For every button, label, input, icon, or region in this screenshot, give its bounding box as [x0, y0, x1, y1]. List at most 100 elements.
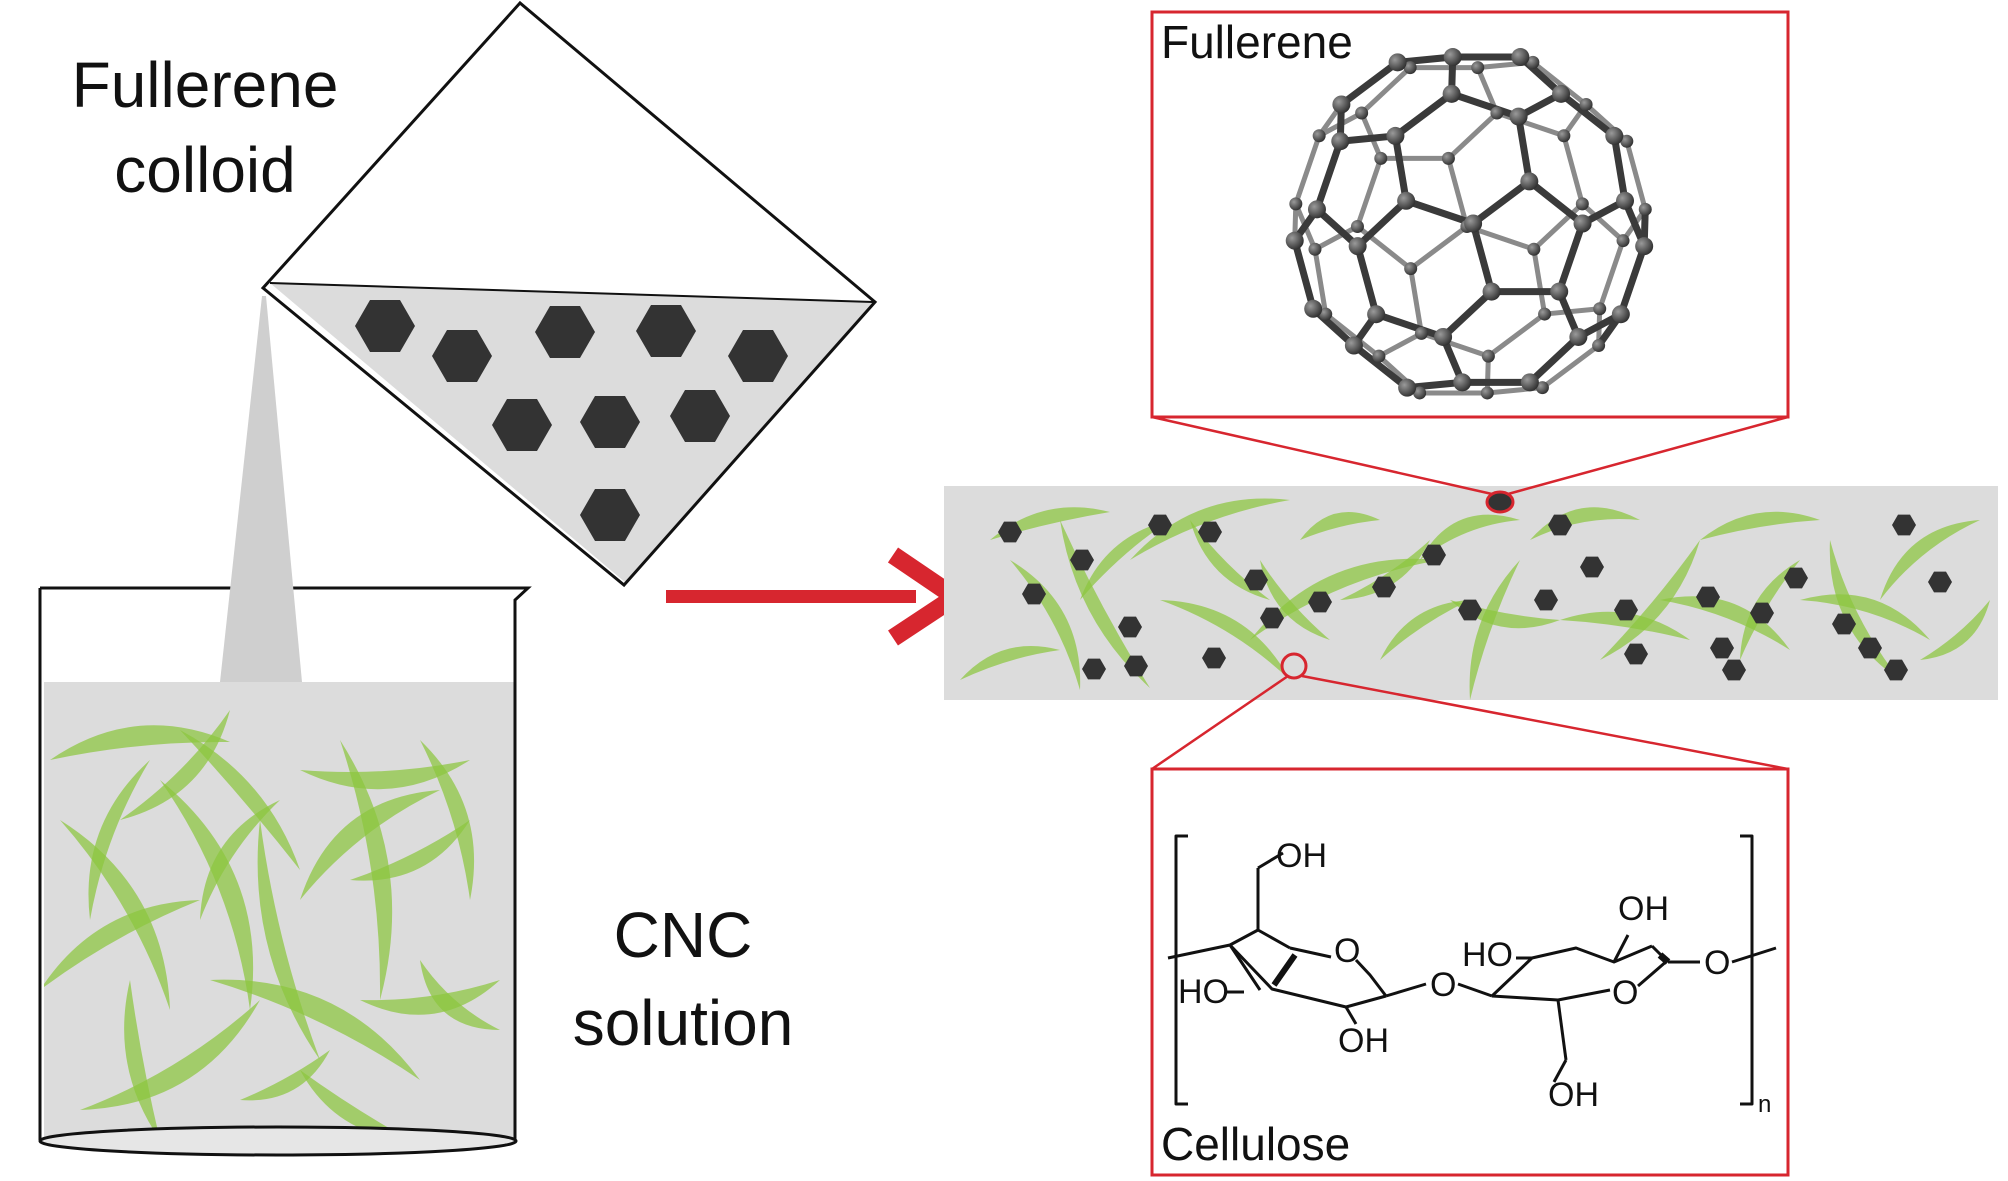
label-fullerene-colloid-line2: colloid	[114, 134, 295, 206]
c60-bond	[1394, 53, 1457, 66]
c60-atom	[1388, 53, 1407, 72]
c60-atom	[1397, 191, 1416, 210]
c60-atom	[1331, 132, 1350, 151]
cellulose-labels: OH O HO OH O HO OH O O OH n	[1178, 837, 1771, 1118]
c60-bond	[1291, 237, 1317, 313]
c60-atom	[1535, 381, 1549, 395]
c60-atom	[1355, 106, 1369, 120]
c60-bond	[1408, 223, 1470, 272]
cnc-fiber	[350, 820, 470, 881]
c60-atom	[1304, 299, 1323, 318]
flask-liquid	[270, 283, 873, 583]
c60-atom	[1350, 219, 1364, 233]
c60-atom	[1344, 336, 1363, 355]
c60-atom	[1520, 172, 1539, 191]
cnc-fiber	[360, 980, 500, 1015]
c60-bond	[1312, 223, 1360, 252]
cnc-fiber	[160, 780, 254, 1010]
chem-o-right: O	[1704, 944, 1730, 982]
cnc-fiber	[1469, 560, 1520, 700]
process-arrow	[666, 547, 972, 646]
cnc-fiber	[88, 760, 150, 920]
c60-atom	[1620, 134, 1634, 148]
c60-bond	[1372, 310, 1447, 341]
c60-atom	[1635, 237, 1654, 256]
cnc-fiber	[300, 760, 470, 790]
c60-atom	[1511, 48, 1530, 67]
c60-bond	[1354, 197, 1410, 250]
c60-bond	[1391, 132, 1410, 205]
c60-atom	[1490, 106, 1504, 120]
flask-liquid-surface	[269, 282, 874, 303]
cnc-fiber	[1380, 600, 1470, 660]
c60-atom	[1480, 386, 1494, 400]
c60-bond	[1469, 177, 1533, 228]
cnc-fiber	[200, 800, 280, 920]
zoom-marker-fullerene	[1485, 490, 1515, 514]
chem-ho-left: HO	[1178, 973, 1229, 1011]
chem-n-subscript: n	[1758, 1091, 1771, 1118]
cellulose-zoom-box: Cellulose	[1150, 767, 1790, 1177]
composite-film	[944, 486, 1998, 700]
cnc-fiber	[1250, 558, 1440, 640]
c60-atom	[1575, 197, 1589, 211]
c60-atom	[1403, 61, 1417, 75]
c60-atom	[1605, 126, 1624, 145]
c60-bond	[1337, 58, 1402, 108]
c60-bond	[1579, 201, 1626, 244]
c60-atom	[1552, 84, 1571, 103]
c60-atom	[1471, 61, 1485, 75]
c60-molecule-model	[1285, 48, 1654, 400]
c60-bond	[1359, 65, 1413, 116]
c60-bond	[1557, 90, 1618, 140]
bracket-left	[1174, 834, 1188, 1106]
cnc-fiber	[1010, 560, 1081, 690]
cnc-fiber	[1700, 511, 1820, 540]
c60-atom	[1453, 373, 1472, 392]
c60-bond	[1376, 330, 1424, 359]
c60-bond	[1418, 330, 1491, 359]
pouring-stream	[220, 296, 302, 682]
c60-bond	[1515, 113, 1533, 185]
cnc-fiber	[1880, 520, 1980, 600]
chem-o-ring-right: O	[1612, 974, 1638, 1012]
c60-bond	[1402, 197, 1477, 228]
c60-bond	[1448, 90, 1523, 121]
cnc-fiber	[210, 979, 420, 1080]
c60-atom	[1527, 242, 1541, 256]
cnc-fiber	[80, 1000, 260, 1110]
cnc-fiber	[1420, 514, 1520, 560]
cnc-fiber	[44, 900, 200, 988]
fullerene-box-label: Fullerene	[1161, 16, 1353, 68]
c60-bond	[1408, 266, 1424, 336]
beaker-cnc-fibers	[44, 710, 500, 1140]
c60-atom	[1616, 191, 1635, 210]
c60-bond	[1445, 155, 1470, 229]
label-fullerene-colloid-line1: Fullerene	[72, 49, 339, 121]
c60-bond	[1350, 342, 1411, 392]
cnc-fiber	[1130, 498, 1290, 560]
bracket-right	[1740, 834, 1754, 1106]
c60-atom	[1308, 242, 1322, 256]
c60-atom	[1520, 373, 1539, 392]
c60-atom	[1332, 95, 1351, 114]
c60-bond	[1539, 343, 1602, 391]
c60-atom	[1434, 327, 1453, 346]
c60-bond	[1624, 138, 1648, 212]
cnc-fiber	[257, 820, 320, 1060]
c60-bond	[1610, 132, 1629, 205]
c60-bond	[1526, 333, 1582, 386]
c60-bond	[1561, 133, 1585, 207]
cnc-fiber	[1560, 611, 1690, 640]
chem-oh-bottom-left: OH	[1338, 1022, 1389, 1060]
c60-bond	[1525, 177, 1587, 228]
c60-bond	[1530, 59, 1589, 107]
c60-atom	[1592, 339, 1606, 353]
chem-oh-top-right: OH	[1618, 890, 1669, 928]
c60-atom	[1285, 231, 1304, 250]
c60-atom	[1579, 97, 1593, 111]
beaker	[38, 586, 532, 1157]
c60-bond	[1531, 201, 1585, 252]
cnc-fiber	[960, 646, 1060, 680]
